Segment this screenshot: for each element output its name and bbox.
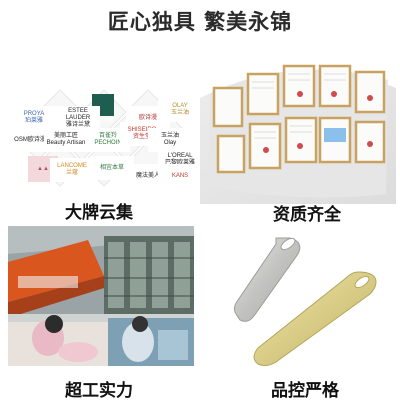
- plates-panel: [206, 228, 394, 368]
- page-title: 匠心独具 繁美永锦: [107, 10, 293, 34]
- quality-caption: 品控严格: [271, 381, 339, 401]
- factory-caption: 超工实力: [65, 381, 133, 401]
- logo-kans: KANS: [158, 164, 196, 188]
- factory-photo: [8, 226, 194, 366]
- certificates-panel: [200, 54, 396, 204]
- brands-caption: 大牌云集: [65, 203, 133, 223]
- logo-pianzaihuang: 片仔癀: [98, 117, 114, 124]
- metal-plates: [233, 237, 377, 367]
- certs-caption: 资质齐全: [273, 205, 341, 225]
- certificate-wall: [200, 64, 396, 204]
- factory-panel: [8, 226, 194, 366]
